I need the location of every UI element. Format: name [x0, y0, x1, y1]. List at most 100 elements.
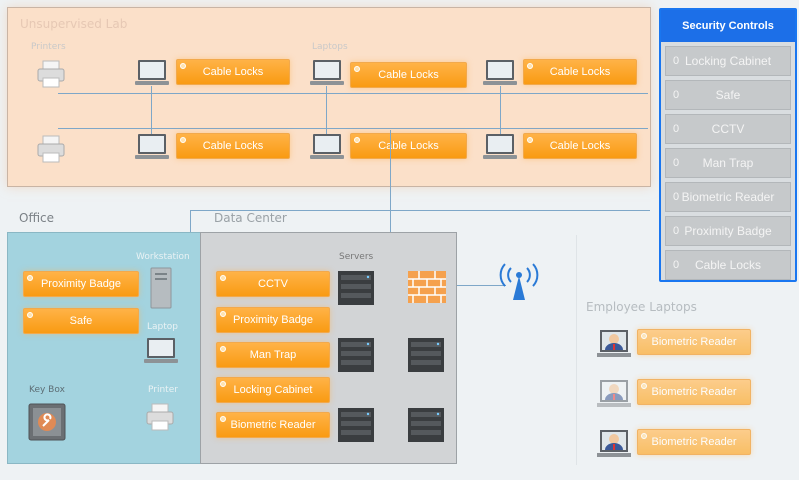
- workstation-icon[interactable]: [148, 267, 174, 309]
- laptop-icon[interactable]: [482, 132, 518, 162]
- badge-dot-icon: [641, 333, 647, 339]
- laptop-icon[interactable]: [134, 58, 170, 88]
- cable-locks-badge[interactable]: Cable Locks: [176, 133, 290, 159]
- badge-label: Cable Locks: [549, 140, 611, 152]
- key-box-icon[interactable]: [28, 403, 66, 441]
- badge-label: Biometric Reader: [651, 436, 737, 448]
- badge-dot-icon: [180, 137, 186, 143]
- server-icon[interactable]: [337, 407, 375, 443]
- badge-dot-icon: [27, 275, 33, 281]
- laptop-icon[interactable]: [134, 132, 170, 162]
- lab-title: Unsupervised Lab: [20, 17, 128, 31]
- biometric-reader-badge[interactable]: Biometric Reader: [637, 379, 751, 405]
- biometric-reader-badge[interactable]: Biometric Reader: [216, 412, 330, 438]
- datacenter-title: Data Center: [214, 211, 287, 225]
- biometric-reader-badge[interactable]: Biometric Reader: [637, 329, 751, 355]
- laptop-icon[interactable]: [309, 58, 345, 88]
- badge-dot-icon: [354, 66, 360, 72]
- badge-label: Cable Locks: [202, 140, 264, 152]
- office-title: Office: [19, 211, 55, 225]
- control-count: 0: [673, 55, 680, 67]
- firewall-icon[interactable]: [407, 270, 447, 304]
- badge-label: CCTV: [258, 278, 288, 290]
- office-zone: Proximity Badge Safe Workstation Laptop …: [7, 232, 205, 464]
- control-label: Safe: [715, 88, 741, 102]
- badge-label: Cable Locks: [378, 140, 439, 152]
- employee-laptops-title: Employee Laptops: [586, 300, 697, 314]
- server-icon[interactable]: [337, 270, 375, 306]
- lab-network-wire: [58, 128, 648, 129]
- control-item-safe[interactable]: 0 Safe: [665, 80, 791, 110]
- badge-dot-icon: [180, 63, 186, 69]
- control-item-cable-locks[interactable]: 0 Cable Locks: [665, 250, 791, 280]
- badge-dot-icon: [527, 63, 533, 69]
- printer-icon[interactable]: [35, 58, 67, 90]
- badge-label: Cable Locks: [378, 69, 439, 81]
- proximity-badge-badge[interactable]: Proximity Badge: [216, 307, 330, 333]
- proximity-badge-badge[interactable]: Proximity Badge: [23, 271, 139, 297]
- lab-network-wire: [500, 86, 501, 138]
- badge-label: Man Trap: [249, 349, 297, 361]
- biometric-reader-badge[interactable]: Biometric Reader: [637, 429, 751, 455]
- badge-dot-icon: [220, 416, 226, 422]
- control-count: 0: [673, 157, 680, 169]
- printer-label: Printer: [148, 385, 178, 395]
- control-count: 0: [673, 225, 680, 237]
- control-count: 0: [673, 89, 680, 101]
- server-icon[interactable]: [407, 337, 445, 373]
- cable-locks-badge[interactable]: Cable Locks: [523, 59, 637, 85]
- network-wire: [190, 210, 650, 211]
- safe-badge[interactable]: Safe: [23, 308, 139, 334]
- laptop-label: Laptop: [147, 322, 178, 332]
- badge-label: Safe: [69, 315, 93, 327]
- printer-icon[interactable]: [35, 133, 67, 165]
- locking-cabinet-badge[interactable]: Locking Cabinet: [216, 377, 330, 403]
- printer-icon[interactable]: [144, 401, 176, 433]
- employee-icon[interactable]: [596, 374, 632, 410]
- laptop-icon[interactable]: [482, 58, 518, 88]
- workstation-label: Workstation: [136, 252, 190, 262]
- badge-label: Cable Locks: [202, 66, 264, 78]
- badge-dot-icon: [641, 433, 647, 439]
- laptop-icon[interactable]: [143, 336, 179, 366]
- badge-dot-icon: [27, 312, 33, 318]
- cable-locks-badge[interactable]: Cable Locks: [523, 133, 637, 159]
- laptops-label: Laptops: [312, 42, 348, 52]
- badge-label: Biometric Reader: [651, 386, 737, 398]
- cable-locks-badge[interactable]: Cable Locks: [350, 133, 467, 159]
- man-trap-badge[interactable]: Man Trap: [216, 342, 330, 368]
- security-controls-title: Security Controls: [661, 10, 795, 42]
- cable-locks-badge[interactable]: Cable Locks: [176, 59, 290, 85]
- server-icon[interactable]: [337, 337, 375, 373]
- control-label: Cable Locks: [694, 258, 762, 272]
- badge-dot-icon: [220, 381, 226, 387]
- badge-dot-icon: [220, 311, 226, 317]
- wireless-access-point-icon[interactable]: [497, 262, 541, 302]
- badge-dot-icon: [220, 275, 226, 281]
- badge-label: Biometric Reader: [230, 419, 316, 431]
- control-count: 0: [673, 123, 680, 135]
- server-icon[interactable]: [407, 407, 445, 443]
- employee-icon[interactable]: [596, 424, 632, 460]
- employee-icon[interactable]: [596, 324, 632, 360]
- divider: [576, 235, 577, 465]
- control-count: 0: [673, 259, 680, 271]
- unsupervised-lab-zone: Unsupervised Lab Printers Laptops Cable …: [7, 7, 651, 187]
- badge-dot-icon: [527, 137, 533, 143]
- cctv-badge[interactable]: CCTV: [216, 271, 330, 297]
- lab-network-wire: [151, 86, 152, 138]
- badge-dot-icon: [354, 137, 360, 143]
- cable-locks-badge[interactable]: Cable Locks: [350, 62, 467, 88]
- badge-dot-icon: [641, 383, 647, 389]
- laptop-icon[interactable]: [309, 132, 345, 162]
- badge-label: Proximity Badge: [40, 278, 122, 290]
- servers-label: Servers: [339, 252, 374, 262]
- lab-network-wire: [326, 86, 327, 138]
- badge-label: Biometric Reader: [651, 336, 737, 348]
